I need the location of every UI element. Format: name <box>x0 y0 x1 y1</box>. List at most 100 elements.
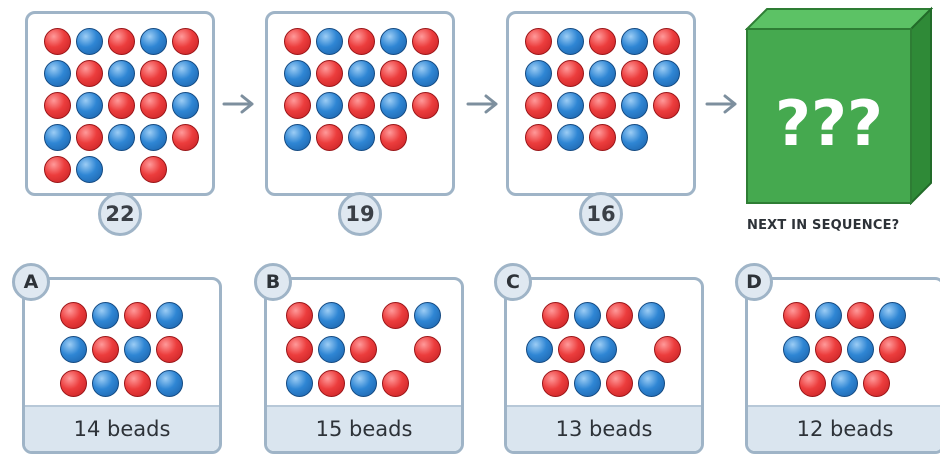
red-bead <box>140 92 167 119</box>
option-label: 12 beads <box>748 405 940 451</box>
blue-bead <box>589 60 616 87</box>
blue-bead <box>92 370 119 397</box>
red-bead <box>44 156 71 183</box>
blue-bead <box>847 336 874 363</box>
red-bead <box>414 336 441 363</box>
sequence-card-2 <box>265 11 455 196</box>
blue-bead <box>60 336 87 363</box>
blue-bead <box>412 60 439 87</box>
option-card-b[interactable]: 15 beads <box>264 277 464 454</box>
blue-bead <box>638 302 665 329</box>
red-bead <box>558 336 585 363</box>
red-bead <box>621 60 648 87</box>
red-bead <box>380 60 407 87</box>
blue-bead <box>92 302 119 329</box>
red-bead <box>653 92 680 119</box>
red-bead <box>542 370 569 397</box>
blue-bead <box>621 92 648 119</box>
blue-bead <box>557 28 584 55</box>
red-bead <box>108 92 135 119</box>
option-letter-d: D <box>735 263 773 301</box>
count-badge-3: 16 <box>579 192 623 236</box>
option-card-d[interactable]: 12 beads <box>745 277 940 454</box>
blue-bead <box>783 336 810 363</box>
blue-bead <box>574 370 601 397</box>
blue-bead <box>76 28 103 55</box>
red-bead <box>525 92 552 119</box>
red-bead <box>879 336 906 363</box>
red-bead <box>847 302 874 329</box>
red-bead <box>316 60 343 87</box>
blue-bead <box>879 302 906 329</box>
red-bead <box>76 60 103 87</box>
red-bead <box>348 92 375 119</box>
blue-bead <box>525 60 552 87</box>
blue-bead <box>318 302 345 329</box>
option-card-c[interactable]: 13 beads <box>504 277 704 454</box>
red-bead <box>172 28 199 55</box>
mystery-question-marks: ??? <box>775 87 883 160</box>
blue-bead <box>621 124 648 151</box>
blue-bead <box>414 302 441 329</box>
blue-bead <box>140 28 167 55</box>
mystery-cube: ??? <box>745 6 933 205</box>
red-bead <box>525 28 552 55</box>
blue-bead <box>76 92 103 119</box>
red-bead <box>140 60 167 87</box>
blue-bead <box>286 370 313 397</box>
red-bead <box>557 60 584 87</box>
option-letter-b: B <box>254 263 292 301</box>
option-letter-c: C <box>494 263 532 301</box>
count-badge-2: 19 <box>338 192 382 236</box>
option-label: 13 beads <box>507 405 701 451</box>
red-bead <box>542 302 569 329</box>
blue-bead <box>316 92 343 119</box>
red-bead <box>799 370 826 397</box>
blue-bead <box>156 370 183 397</box>
blue-bead <box>316 28 343 55</box>
red-bead <box>124 302 151 329</box>
red-bead <box>172 124 199 151</box>
red-bead <box>653 28 680 55</box>
blue-bead <box>318 336 345 363</box>
red-bead <box>318 370 345 397</box>
blue-bead <box>44 60 71 87</box>
blue-bead <box>172 92 199 119</box>
red-bead <box>108 28 135 55</box>
red-bead <box>606 370 633 397</box>
blue-bead <box>350 370 377 397</box>
red-bead <box>382 302 409 329</box>
blue-bead <box>140 124 167 151</box>
red-bead <box>589 124 616 151</box>
blue-bead <box>76 156 103 183</box>
red-bead <box>863 370 890 397</box>
arrow-right-icon <box>222 94 254 114</box>
blue-bead <box>653 60 680 87</box>
red-bead <box>815 336 842 363</box>
red-bead <box>606 302 633 329</box>
red-bead <box>44 92 71 119</box>
red-bead <box>350 336 377 363</box>
sequence-card-3 <box>506 11 696 196</box>
sequence-card-1 <box>25 11 215 196</box>
red-bead <box>92 336 119 363</box>
option-card-a[interactable]: 14 beads <box>22 277 222 454</box>
blue-bead <box>526 336 553 363</box>
red-bead <box>286 336 313 363</box>
blue-bead <box>621 28 648 55</box>
blue-bead <box>348 60 375 87</box>
red-bead <box>284 28 311 55</box>
blue-bead <box>44 124 71 151</box>
blue-bead <box>172 60 199 87</box>
red-bead <box>382 370 409 397</box>
red-bead <box>589 92 616 119</box>
red-bead <box>60 370 87 397</box>
blue-bead <box>815 302 842 329</box>
red-bead <box>286 302 313 329</box>
red-bead <box>589 28 616 55</box>
red-bead <box>525 124 552 151</box>
blue-bead <box>348 124 375 151</box>
red-bead <box>140 156 167 183</box>
red-bead <box>412 28 439 55</box>
blue-bead <box>590 336 617 363</box>
